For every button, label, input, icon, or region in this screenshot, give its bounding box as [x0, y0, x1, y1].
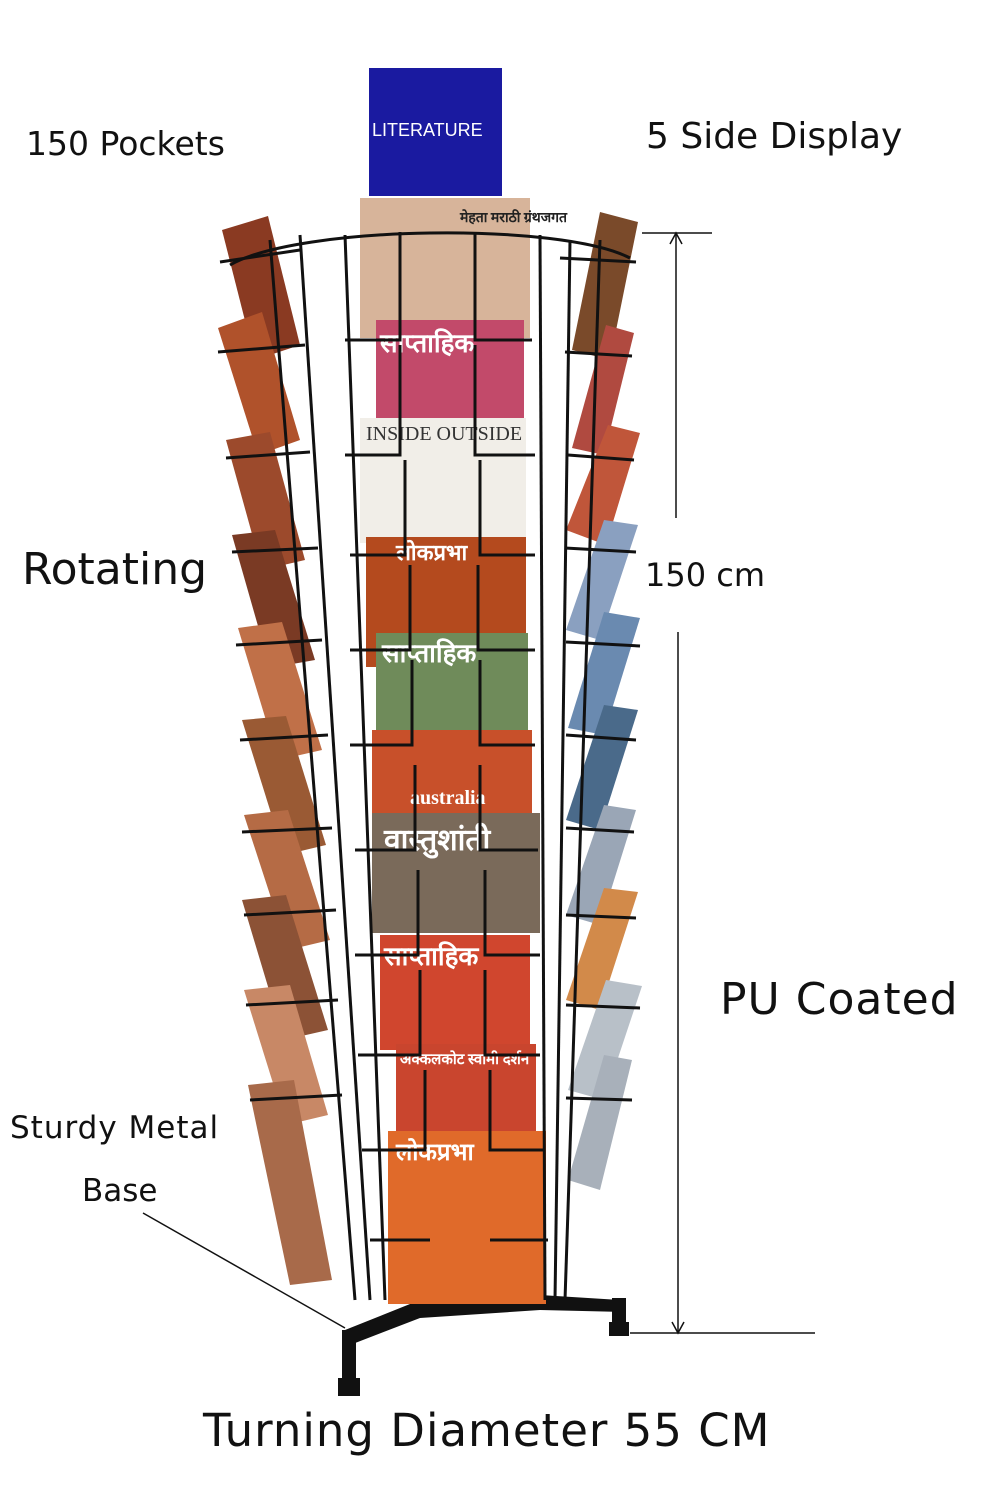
literature-sign: LITERATURE	[369, 68, 502, 196]
magazine-title-10: लोकप्रभा	[395, 1138, 474, 1166]
wire-frame	[217, 231, 641, 1301]
base-label-line2: Base	[82, 1173, 158, 1209]
magazine-title-2: साप्ताहिक	[379, 328, 475, 358]
left-wing-magazines	[218, 216, 332, 1285]
height-dimension-line	[630, 231, 815, 1335]
magazine-title-4: लोकप्रभा	[395, 539, 468, 565]
base-label-line1: Sturdy Metal	[10, 1110, 220, 1146]
magazine-title-7: वास्तुशांती	[383, 822, 491, 859]
magazine-title-5: साप्ताहिक	[381, 638, 477, 668]
right-wing-magazines	[566, 212, 642, 1190]
height-label: 150 cm	[645, 556, 766, 594]
center-magazines	[360, 198, 546, 1304]
literature-sign-text: LITERATURE	[372, 120, 483, 140]
coating-label: PU Coated	[720, 974, 959, 1025]
magazine-title-3: INSIDE OUTSIDE	[366, 423, 522, 445]
rack-base	[338, 1295, 629, 1396]
pockets-label: 150 Pockets	[26, 124, 225, 163]
rotating-label: Rotating	[22, 544, 208, 595]
sides-label: 5 Side Display	[646, 116, 903, 157]
diameter-label: Turning Diameter 55 CM	[203, 1404, 771, 1457]
base-pointer-line	[142, 1212, 346, 1329]
magazine-title-1: मेहता मराठी ग्रंथजगत	[459, 209, 568, 226]
magazine-titles: मेहता मराठी ग्रंथजगत साप्ताहिक INSIDE OU…	[366, 209, 568, 1166]
magazine-title-6: australia	[410, 787, 486, 809]
